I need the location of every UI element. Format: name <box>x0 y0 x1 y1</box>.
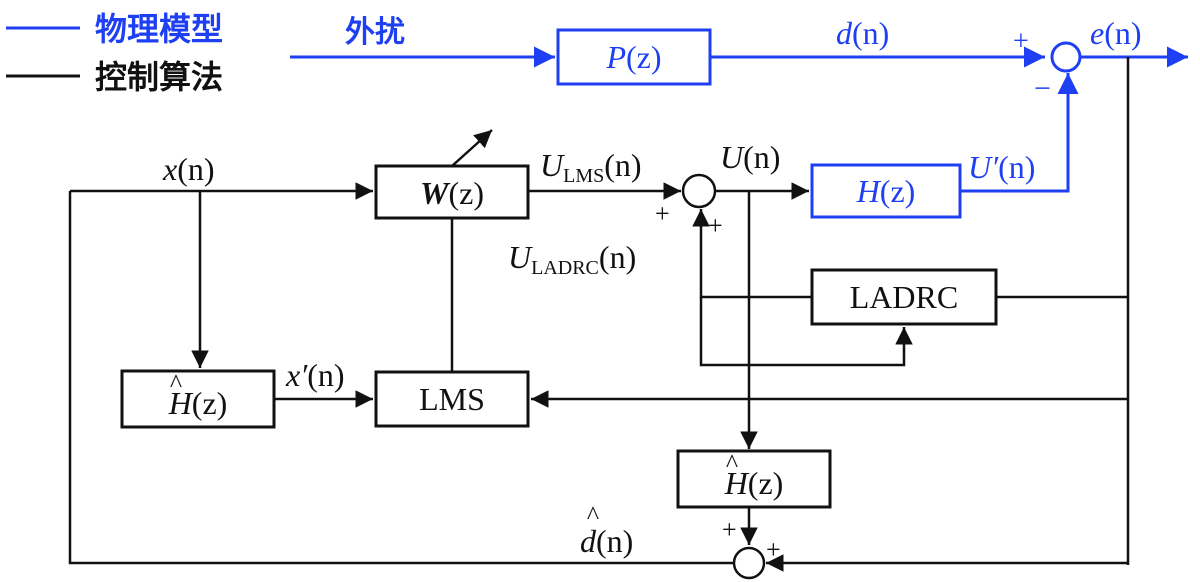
d-hat-feedback-line <box>68 191 734 565</box>
P-block-symbol: P <box>605 39 626 75</box>
Hhat-bottom-block: H(z) ^ <box>676 449 832 509</box>
U-LMS-main: U <box>540 147 565 183</box>
x-signal-symbol: x <box>162 151 177 187</box>
d-signal-symbol: d <box>836 15 853 51</box>
U-signal-label: U(n) <box>720 139 780 175</box>
Hhat-bottom-arg: (z) <box>748 465 784 501</box>
W-block: W(z) <box>374 164 530 220</box>
Hhat-left-block: H(z) ^ <box>120 369 276 429</box>
Hhat-bottom-symbol: H <box>724 465 750 501</box>
U-sum-plus-left: + <box>655 199 670 228</box>
svg-text:P(z): P(z) <box>605 39 661 75</box>
U-LADRC-arg: (n) <box>599 239 636 275</box>
Hhat-bottom-hat: ^ <box>726 449 738 478</box>
d-hat-label: d(n) <box>580 523 633 559</box>
legend-label-control: 控制算法 <box>95 58 223 96</box>
Hhat-left-hat: ^ <box>170 369 182 398</box>
legend: 物理模型 控制算法 <box>6 10 223 96</box>
svg-text:H(z): H(z) <box>724 465 784 501</box>
d-hat-arg: (n) <box>596 523 633 559</box>
d-sum-plus-top: + <box>722 515 737 544</box>
error-summing-junction <box>1050 41 1082 73</box>
e-signal-label: e(n) <box>1090 15 1142 51</box>
U-prime-symbol: U′ <box>968 149 999 185</box>
U-to-LADRC-arrow <box>699 297 913 367</box>
LADRC-block-label: LADRC <box>850 279 958 315</box>
Hhat-left-arg: (z) <box>192 385 228 421</box>
legend-label-physical: 物理模型 <box>95 10 223 48</box>
adaptive-weight-arrow <box>451 129 493 167</box>
U-LADRC-main: U <box>508 239 533 275</box>
P-block: P(z) <box>556 28 712 86</box>
d-hat-symbol: d <box>580 523 597 559</box>
H-block: H(z) <box>810 163 962 219</box>
LMS-block-label: LMS <box>419 381 485 417</box>
x-prime-arg: (n) <box>307 357 344 393</box>
U-summing-junction <box>681 173 717 209</box>
H-block-symbol: H <box>856 173 882 209</box>
svg-text:H(z): H(z) <box>168 385 228 421</box>
U-LMS-label: ULMS(n) <box>540 147 642 187</box>
e-sum-plus-sign: + <box>1013 26 1029 57</box>
U-prime-arg: (n) <box>998 149 1035 185</box>
svg-text:H(z): H(z) <box>856 173 916 209</box>
U-LMS-arg: (n) <box>604 147 641 183</box>
d-sum-plus-right: + <box>766 535 781 564</box>
svg-text:W(z): W(z) <box>420 175 484 211</box>
U-LMS-sub: LMS <box>563 165 604 187</box>
U-LADRC-sub: LADRC <box>531 257 599 279</box>
d-hat-hat: ^ <box>587 501 599 530</box>
LADRC-block: LADRC <box>810 268 998 326</box>
x-prime-symbol: x′ <box>285 357 308 393</box>
U-sum-plus-bottom: + <box>708 211 723 240</box>
x-signal-arg: (n) <box>177 151 214 187</box>
U-signal-arg: (n) <box>743 139 780 175</box>
d-signal-arg: (n) <box>852 15 889 51</box>
e-sum-minus-sign: − <box>1034 72 1051 105</box>
H-block-arg: (z) <box>880 173 916 209</box>
LMS-block: LMS <box>374 370 530 428</box>
x-signal-label: x(n) <box>162 151 215 187</box>
U-LADRC-label: ULADRC(n) <box>508 239 636 279</box>
W-block-symbol: W <box>420 175 451 211</box>
x-prime-label: x′(n) <box>285 357 345 393</box>
U-prime-label: U′(n) <box>968 149 1035 185</box>
W-block-arg: (z) <box>448 175 484 211</box>
disturbance-label: 外扰 <box>345 15 405 50</box>
physical-path: 外扰 P(z) d(n) + − e(n) H(z) U′(n) <box>290 15 1188 219</box>
control-path: x(n) W(z) ULMS(n) + + U(n) ULADRC(n) LAD… <box>68 57 1130 580</box>
U-prime-feed-arrow <box>960 73 1079 193</box>
P-block-arg: (z) <box>626 39 662 75</box>
e-signal-arg: (n) <box>1104 15 1141 51</box>
e-signal-symbol: e <box>1090 15 1104 51</box>
Hhat-left-symbol: H <box>168 385 194 421</box>
d-signal-label: d(n) <box>836 15 889 51</box>
U-signal-symbol: U <box>720 139 745 175</box>
d-hat-summing-junction <box>732 546 766 580</box>
